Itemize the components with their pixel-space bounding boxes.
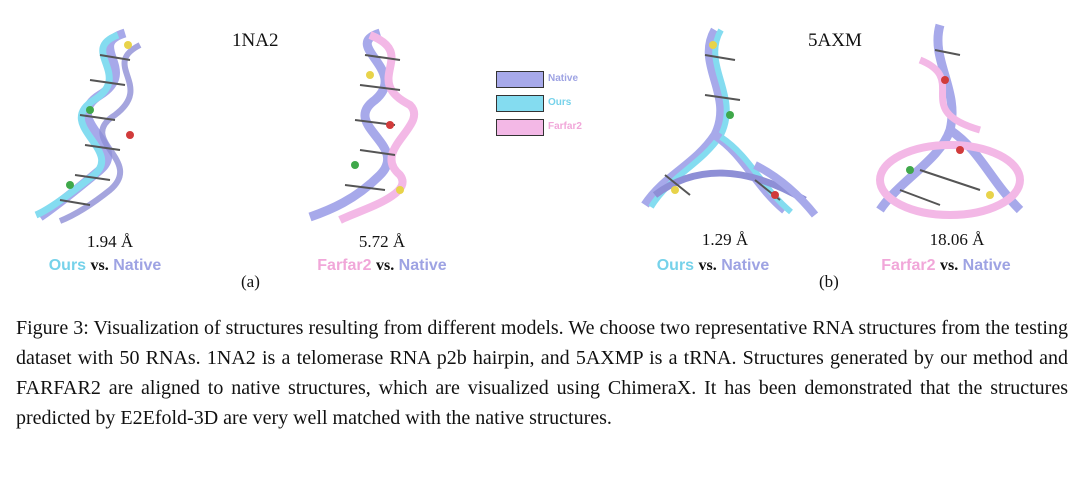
- structure-1na2-ours-vs-native: [34, 28, 142, 224]
- legend-label-native: Native: [548, 73, 579, 84]
- farfar2-label: Farfar2: [317, 257, 372, 274]
- native-label: Native: [721, 257, 770, 274]
- legend-label-farfar2: Farfar2: [548, 121, 582, 132]
- panel-b-left-rmsd: 1.29 Å: [701, 230, 749, 249]
- legend-label-ours: Ours: [548, 97, 572, 108]
- panel-a-left-comparison: Ours vs. Native: [5, 257, 205, 275]
- ours-label: Ours: [48, 257, 87, 274]
- caption-text: Figure 3: Visualization of structures re…: [16, 317, 1068, 429]
- panel-b-sublabel: (b): [819, 272, 839, 291]
- native-label: Native: [398, 257, 447, 274]
- legend-swatch-native: [496, 71, 544, 88]
- structure-5axm-ours-vs-native: [641, 27, 819, 218]
- vs-label: vs.: [90, 257, 109, 274]
- panel-a-title: 1NA2: [232, 30, 279, 51]
- vs-label: vs.: [939, 257, 959, 274]
- panel-b-right-comparison: Farfar2 vs. Native: [846, 257, 1046, 275]
- vs-label: vs.: [698, 257, 717, 274]
- panel-b-right-rmsd: 18.06 Å: [929, 230, 985, 249]
- structure-5axm-farfar2-vs-native: [876, 23, 1024, 219]
- ours-label: Ours: [656, 257, 695, 274]
- legend-swatch-farfar2: [496, 119, 544, 136]
- panel-b-title: 5AXM: [808, 30, 862, 51]
- legend-swatch-ours: [496, 95, 544, 112]
- vs-label: vs.: [375, 257, 395, 274]
- structure-1na2-farfar2-vs-native: [308, 28, 419, 224]
- panel-a-right-rmsd: 5.72 Å: [358, 232, 406, 251]
- farfar2-label: Farfar2: [881, 257, 936, 274]
- native-label: Native: [113, 257, 162, 274]
- panel-a-sublabel: (a): [241, 272, 260, 291]
- figure-caption: Figure 3: Visualization of structures re…: [16, 313, 1068, 433]
- panel-a-left-rmsd: 1.94 Å: [86, 232, 134, 251]
- native-label: Native: [962, 257, 1011, 274]
- panel-b-left-comparison: Ours vs. Native: [613, 257, 813, 275]
- panel-a-right-comparison: Farfar2 vs. Native: [282, 257, 482, 275]
